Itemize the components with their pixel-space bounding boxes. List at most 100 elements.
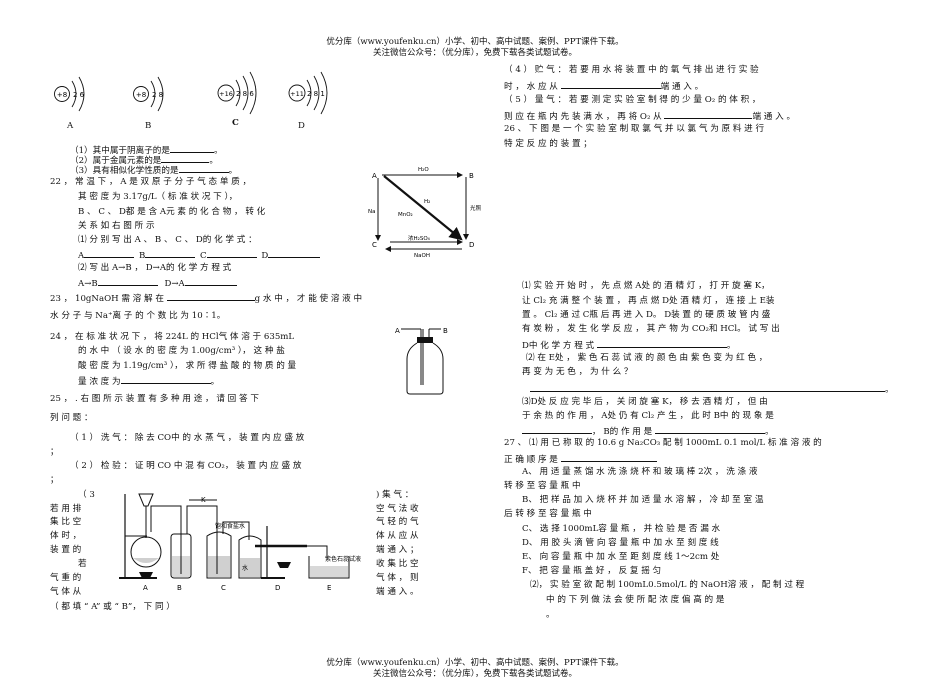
q21-answer-3[interactable] — [178, 164, 229, 173]
atom-d-nucleus: +11 — [290, 90, 304, 98]
q22-answer-ab[interactable] — [97, 277, 158, 286]
q22-answer-b[interactable] — [145, 249, 196, 258]
page-header: 优分库（www.youfenku.cn）小学、初中、高中试题、案例、PPT课件下… — [0, 37, 950, 59]
q27-opt-f: F、 把 容 量 瓶 盖 好 ， 反 复 摇 匀 — [522, 566, 662, 576]
q25-note: （ 都 填 “ A” 或 “ B”， 下 同 ） — [50, 602, 175, 612]
atom-diagram-d: +11 2 8 1 — [288, 71, 328, 115]
q26-line-1: 26 、 下 图 是 一 个 实 验 室 制 取 氯 气 并 以 氯 气 为 原… — [504, 124, 765, 134]
q26-answer-2[interactable] — [530, 383, 885, 392]
q21-answer-2[interactable] — [161, 154, 210, 163]
q22-line-3: B 、 C 、 D都 是 含 A元 素 的 化 合 物 ， 转 化 — [78, 207, 266, 217]
q25-line-2: 列 问 题 ： — [50, 413, 93, 423]
q22-answer-da[interactable] — [184, 277, 237, 286]
q26-line-2: 特 定 反 应 的 装 置 ； — [504, 139, 592, 149]
apparatus-label-a: A — [143, 584, 148, 592]
q25-r4-line-2: 时 ， 水 应 从 — [504, 82, 558, 92]
q26-para-6: ⑵ 在 E处 ， 紫 色 石 蕊 试 液 的 颜 色 由 紫 色 变 为 红 色… — [526, 353, 768, 363]
q25-r5-line-1: （ 5 ） 量 气 ： 若 要 测 定 实 验 室 制 得 的 少 量 O₂ 的… — [504, 95, 761, 105]
q26-para-8: ⑶D处 反 应 完 毕 后 ， 关 闭 旋 塞 K， 移 去 酒 精 灯 ， 但… — [522, 397, 768, 407]
apparatus-water-label: 水 — [242, 564, 248, 572]
atom-diagram-c: +16 2 8 6 — [217, 71, 257, 115]
header-line-2: 关注微信公众号：（优分库），免费下载各类试题试卷。 — [372, 48, 577, 58]
q25-r5-line-2: 则 应 在 瓶 内 先 装 满 水 ， 再 将 O₂ 从 — [504, 112, 662, 122]
q22-line-5: ⑴ 分 别 写 出 A 、 B 、 C 、 D的 化 学 式 ： — [78, 235, 257, 245]
q25-left-3: 体 时 ， — [50, 531, 82, 541]
q25-right-7: 端 通 入 。 — [376, 587, 419, 597]
bottle-label-b: B — [443, 327, 448, 335]
q26-answer-1[interactable] — [596, 339, 727, 348]
diagram-h2so4: 浓H₂SO₄ — [408, 234, 431, 242]
q24-answer[interactable] — [120, 375, 211, 384]
atom-c-label: C — [232, 118, 239, 128]
q24-line-4: 量 浓 度 为 — [78, 377, 121, 387]
diagram-h2: H₂ — [424, 199, 430, 205]
q25-line-6: ； — [50, 475, 59, 485]
q22-answer-c[interactable] — [206, 249, 257, 258]
atom-b-label: B — [145, 121, 152, 131]
diagram-light: 光照 — [470, 204, 482, 212]
q26-para-7: 再 变 为 无 色 ， 为 什 么 ？ — [522, 367, 633, 377]
q25-right-0: ) 集 气 ： — [376, 490, 414, 500]
q22-a-label: A — [78, 251, 85, 261]
q26-para-9: 于 余 热 的 作 用 ， A处 仍 有 Cl₂ 产 生 ， 此 时 B中 的 … — [522, 411, 774, 421]
diagram-mno2: MnO₂ — [398, 212, 413, 218]
atom-c-electrons: 2 8 6 — [236, 90, 254, 98]
diagram-node-a: A — [372, 172, 377, 180]
atom-b-electrons: 2 8 — [152, 91, 163, 99]
q27-opt-c: C、 选 择 1000mL容 量 瓶 ， 并 检 验 是 否 漏 水 — [522, 524, 721, 534]
atom-a-electrons: 2 6 — [73, 91, 85, 99]
diagram-node-d: D — [469, 241, 474, 249]
q25-left-2: 集 比 空 — [50, 517, 82, 527]
q21-sub-2: （2）属于金属元素的是 — [70, 156, 162, 166]
atom-a-nucleus: +8 — [57, 91, 67, 99]
q26-para-1: ⑴ 实 验 开 始 时 ， 先 点 燃 A处 的 酒 精 灯 ， 打 开 旋 塞… — [522, 281, 770, 291]
atom-d-electrons: 2 8 1 — [307, 90, 325, 98]
q24-line-1: 24 ， 在 标 准 状 况 下 ， 将 224L 的 HCl气 体 溶 于 6… — [50, 332, 295, 342]
q25-right-1: 空 气 法 收 — [376, 504, 419, 514]
atom-d-label: D — [298, 121, 305, 131]
diagram-node-b: B — [469, 172, 474, 180]
diagram-h2o: H₂O — [418, 167, 429, 173]
q27-opt-d: D、 用 胶 头 滴 管 向 容 量 瓶 中 加 水 至 刻 度 线 — [522, 538, 719, 548]
q25-r4-line-1: （ 4 ） 贮 气 ： 若 要 用 水 将 装 置 中 的 氧 气 排 出 进 … — [504, 65, 759, 75]
page-footer: 优分库（www.youfenku.cn）小学、初中、高中试题、案例、PPT课件下… — [0, 658, 950, 680]
q23-answer[interactable] — [166, 292, 255, 301]
q26-para-3: 置 。 Cl₂ 通 过 C瓶 后 再 进 入 D。 D装 置 的 硬 质 玻 管… — [522, 310, 771, 320]
atom-a-label: A — [67, 121, 74, 131]
q26-answer-3[interactable] — [522, 425, 592, 434]
bottle-label-a: A — [395, 327, 400, 335]
q25-line-3: （ 1 ） 洗 气 ： 除 去 CO中 的 水 蒸 气 ， 装 置 内 应 盛 … — [70, 433, 305, 443]
q21-answer-1[interactable] — [170, 144, 214, 153]
q25-left-6: 气 重 的 — [50, 573, 82, 583]
q22-answer-a[interactable] — [84, 249, 135, 258]
q22-line-2: 其 密 度 为 3.17g/L（ 标 准 状 况 下 ）， — [78, 192, 238, 202]
diagram-na: Na — [368, 209, 376, 215]
q25-answer-4[interactable] — [560, 80, 661, 89]
q23-line-1a: 23 ， 10gNaOH 需 溶 解 在 — [50, 294, 164, 304]
q24-line-2: 的 水 中 （ 设 水 的 密 度 为 1.00g/cm³ ）， 这 种 盐 — [78, 346, 285, 356]
q25-right-4: 端 通 入 ； — [376, 545, 419, 555]
q26-answer-4[interactable] — [654, 425, 765, 434]
q25-left-7: 气 体 从 — [50, 587, 82, 597]
q27-answer-1[interactable] — [560, 453, 657, 462]
q22-line-7: ⑵ 写 出 A→B ， D→A的 化 学 方 程 式 — [78, 263, 232, 273]
q22-answer-d[interactable] — [268, 249, 321, 258]
apparatus-label-b: B — [177, 584, 182, 592]
q27-opt-b1: B、 把 样 品 加 入 烧 杯 并 加 适 量 水 溶 解 ， 冷 却 至 室… — [522, 495, 764, 505]
apparatus-salt-label: 饱和食盐水 — [215, 522, 245, 530]
q25-answer-5[interactable] — [664, 110, 753, 119]
footer-line-1: 优分库（www.youfenku.cn）小学、初中、高中试题、案例、PPT课件下… — [326, 658, 624, 668]
q22-da-label: D→A — [164, 279, 185, 289]
q22-b-label: B — [138, 251, 146, 261]
q25-left-0: （ 3 — [78, 490, 95, 500]
apparatus-label-c: C — [221, 584, 226, 592]
q25-line-1: 25 ， . 右 图 所 示 装 置 有 多 种 用 途 ， 请 回 答 下 — [50, 394, 259, 404]
q24-line-3: 酸 密 度 为 1.19g/cm³ ）， 求 所 得 盐 酸 的 物 质 的 量 — [78, 361, 297, 371]
q21-sub-1: （1）其中属于阴离子的是 — [70, 146, 170, 156]
conversion-diagram-svg: A B C D H₂O H₂ Na MnO₂ 光照 浓H₂SO₄ NaOH — [368, 167, 482, 259]
q27-para-1: ⑵， 实 验 室 欲 配 制 100mL0.5mol/L 的 NaOH溶 液 ，… — [530, 580, 805, 590]
q27-para-3: 。 — [546, 610, 555, 620]
q22-line-4: 关 系 如 右 图 所 示 — [78, 221, 155, 231]
q22-line-1: 22 ， 常 温 下 ， A 是 双 原 子 分 子 气 态 单 质 ， — [50, 177, 252, 187]
header-line-1: 优分库（www.youfenku.cn）小学、初中、高中试题、案例、PPT课件下… — [326, 37, 624, 47]
